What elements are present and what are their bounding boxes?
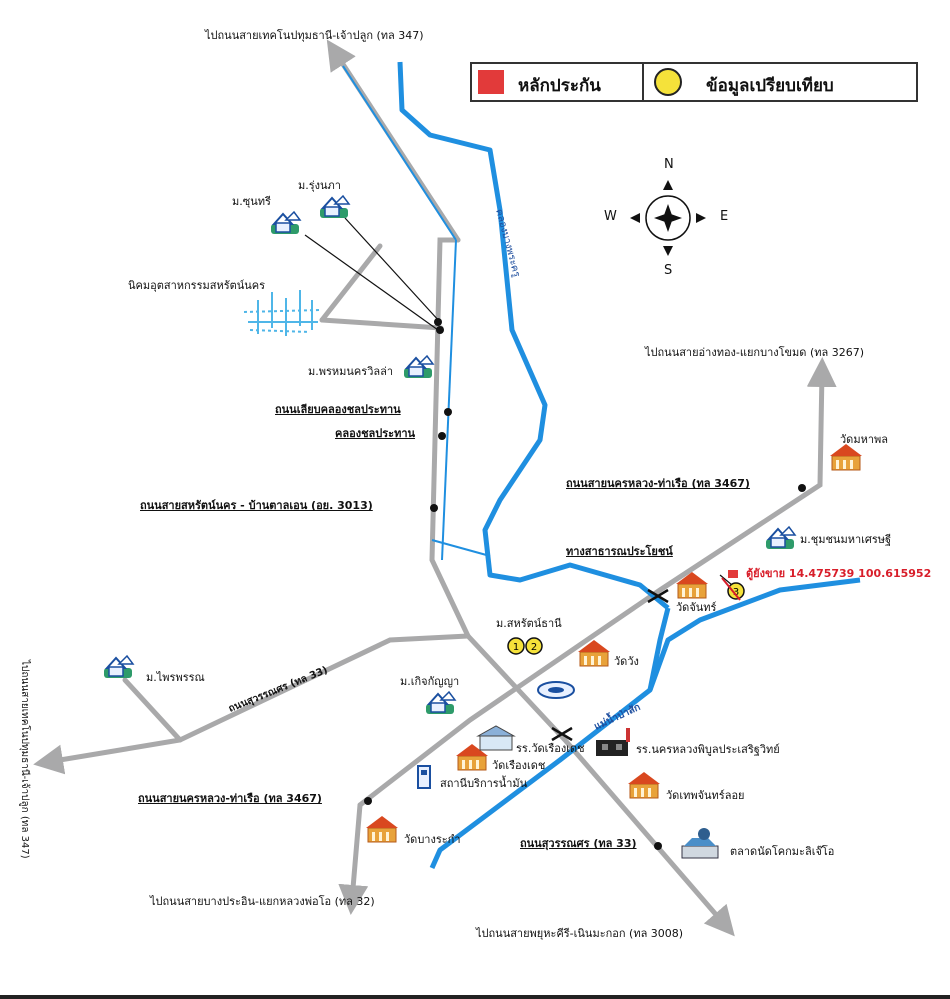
market-icon	[681, 828, 719, 859]
house-icon-kitchaya	[425, 691, 456, 715]
compass-e: E	[720, 209, 729, 224]
legend: หลักประกัน ข้อมูลเปรียบเทียบ	[470, 62, 918, 102]
house-icon-phraiphan	[103, 655, 134, 679]
place-label-school-wat: รร.วัดเรืองเดช	[516, 742, 585, 755]
road-label-suwannason-lower: ถนนสุวรรณศร (ทล 33)	[520, 837, 637, 850]
place-label-rungnapha: ม.รุ่งนภา	[298, 179, 341, 192]
road-label-canal-road: ถนนเลียบคลองชลประทาน	[275, 403, 401, 416]
temple-icon-mahaphon	[829, 443, 863, 471]
comparison-swatch	[654, 68, 682, 96]
canal-blue-strip	[441, 239, 457, 561]
legend-comparison: ข้อมูลเปรียบเทียบ	[706, 76, 834, 96]
place-label-saharat-thani: ม.สหรัตน์ธานี	[496, 617, 562, 630]
river-label: แม่น้ำป่าสัก	[591, 699, 642, 733]
place-label-industrial: นิคมอุตสาหกรรมสหรัตน์นคร	[128, 279, 266, 292]
place-label-chumchon: ม.ชุมชนมหาเศรษฐี	[800, 533, 892, 546]
road-markers	[364, 318, 806, 850]
legend-divider	[642, 64, 644, 100]
road-label-phayuha: ไปถนนสายพยุหะคีรี-เนินมะกอก (ทล 3008)	[476, 927, 684, 940]
comparable-number-3: 3	[733, 587, 739, 598]
road-nakhonluang	[357, 357, 837, 808]
house-icon-rungnapha	[319, 195, 350, 219]
comparable-number-1: 1	[513, 642, 519, 653]
canal-bangphrakhru	[397, 61, 670, 610]
school-icon-wat	[476, 725, 516, 751]
compass-s: S	[664, 263, 673, 278]
road-label-public-way: ทางสาธารณประโยชน์	[566, 545, 673, 558]
bridge-1	[647, 588, 669, 604]
house-icon-phromnakhon	[403, 355, 434, 379]
compass-n: N	[664, 157, 674, 172]
road-label-canal: คลองชลประทาน	[335, 427, 416, 440]
collateral-swatch	[478, 70, 504, 94]
canal-branch	[431, 539, 491, 557]
road-label-nakhonluang-upper: ถนนสายนครหลวง-ท่าเรือ (ทล 3467)	[566, 477, 750, 490]
roads	[33, 39, 837, 937]
road-canal	[326, 39, 461, 243]
collateral-marker	[721, 570, 741, 601]
bridges	[551, 588, 669, 742]
house-icon-chumchon	[765, 526, 796, 550]
temple-icon-watbang	[365, 815, 399, 843]
temple-icon-wattheph	[627, 771, 661, 799]
place-label-phromnakhon: ม.พรหมนครวิลล่า	[308, 365, 394, 378]
road-label-bangpain: ไปถนนสายบางประอิน-แยกหลวงพ่อโอ (ทล 32)	[150, 895, 375, 908]
river-pasak	[429, 577, 861, 870]
road-label-pathum-left: ไปถนนสายเทคโนปทุมธานี-เจ้าปลูก (ทล 347)	[19, 659, 32, 859]
place-label-watchan: วัดจันทร์	[676, 601, 717, 614]
place-label-school-nakhon: รร.นครหลวงพิบูลประเสริฐวิทย์	[636, 743, 780, 756]
bottom-frame	[0, 995, 950, 999]
legend-collateral: หลักประกัน	[518, 76, 601, 96]
compass-rose	[630, 180, 706, 256]
gas-station-icon	[417, 765, 431, 789]
road-phraiphan	[122, 677, 183, 743]
road-label-saharat: ถนนสายสหรัตน์นคร - บ้านตาลเอน (อย. 3013)	[140, 499, 373, 512]
waterways	[397, 61, 861, 870]
place-label-wattheph: วัดเทพจันทร์ลอย	[666, 789, 745, 802]
place-label-gas-station: สถานีบริการน้ำมัน	[440, 777, 528, 790]
road-label-nakhonluang-lower: ถนนสายนครหลวง-ท่าเรือ (ทล 3467)	[138, 792, 322, 805]
road-suwannason-west	[33, 633, 471, 775]
place-label-sunthari: ม.ซุนทรี	[232, 195, 271, 208]
road-label-suwannason-left: ถนนสุวรรณศร (ทล 33)	[227, 665, 329, 715]
comparable-number-2: 2	[531, 642, 537, 653]
collateral-label: ตู้ยังขาย 14.475739 100.615952	[746, 567, 932, 580]
compass-w: W	[604, 209, 617, 224]
road-label-pathum-top: ไปถนนสายเทคโนปทุมธานี-เจ้าปลูก (ทล 347)	[205, 29, 424, 42]
stadium-icon	[537, 681, 575, 699]
place-label-watwang: วัดวัง	[614, 655, 639, 668]
place-label-phraiphan: ม.ไพรพรรณ	[146, 671, 205, 684]
canal-blue-strip-top	[342, 65, 457, 241]
school-icon-nakhon	[596, 728, 630, 756]
bridge-2	[551, 726, 573, 742]
place-label-watrueang: วัดเรืองเดช	[492, 759, 546, 772]
industrial-estate-icon	[243, 290, 321, 336]
road-connector-2	[319, 243, 383, 323]
place-label-market: ตลาดนัดโคกมะลิเจ๊โอ	[730, 845, 835, 858]
road-bangpain	[338, 802, 369, 915]
comparable-markers	[507, 582, 745, 655]
river-west-arm	[647, 607, 671, 691]
road-label-angthong: ไปถนนสายอ่างทอง-แยกบางโขมด (ทล 3267)	[645, 346, 865, 359]
place-label-mahaphon: วัดมหาพล	[840, 433, 888, 446]
place-label-kitchaya: ม.เกิจกัญญา	[400, 675, 460, 688]
place-label-watbang: วัดบางระกำ	[404, 833, 461, 846]
house-icon-sunthari	[270, 211, 301, 235]
road-connector-1	[319, 317, 444, 331]
road-saharat	[429, 237, 735, 937]
